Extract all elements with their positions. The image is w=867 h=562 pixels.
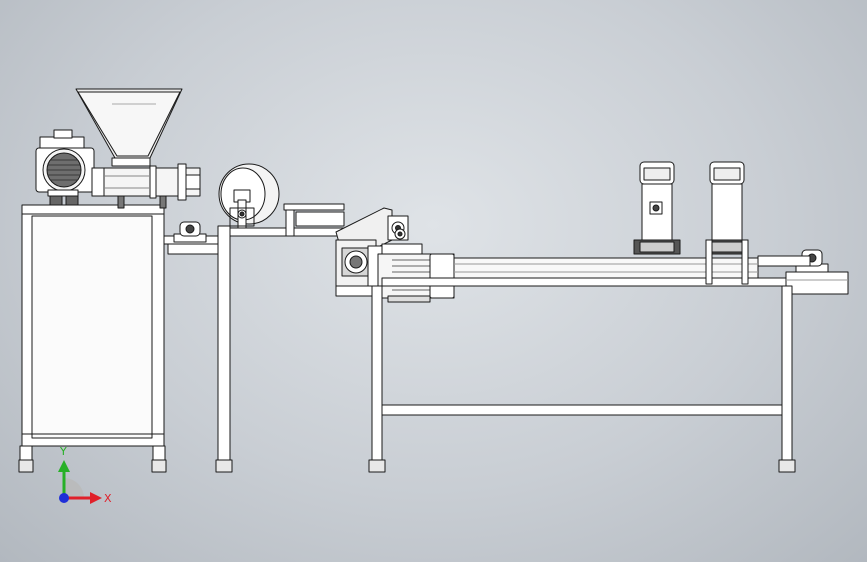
z-axis-dot [59,493,69,503]
cutting-wheel[interactable] [218,163,280,229]
drive-motor[interactable] [377,228,455,303]
x-axis-arrowhead [90,492,102,504]
x-axis-label: X [104,492,112,505]
worm-gearbox[interactable] [335,239,383,297]
pneumatic-cylinder-2[interactable] [705,161,749,285]
control-cabinet[interactable] [18,204,167,473]
pneumatic-cylinder[interactable] [633,161,681,255]
feed-hopper[interactable] [75,88,183,167]
extruder-barrel[interactable] [91,163,201,209]
support-frame[interactable] [368,285,796,473]
triad-plane-sector [64,478,84,498]
y-axis-arrowhead [58,460,70,472]
y-axis-label: Y [59,445,67,458]
pillow-block-bearing[interactable] [173,221,207,243]
coordinate-triad: Y X [58,445,112,505]
extruder-motor[interactable] [35,129,95,206]
pillow-block-bearing-right[interactable] [757,249,829,273]
